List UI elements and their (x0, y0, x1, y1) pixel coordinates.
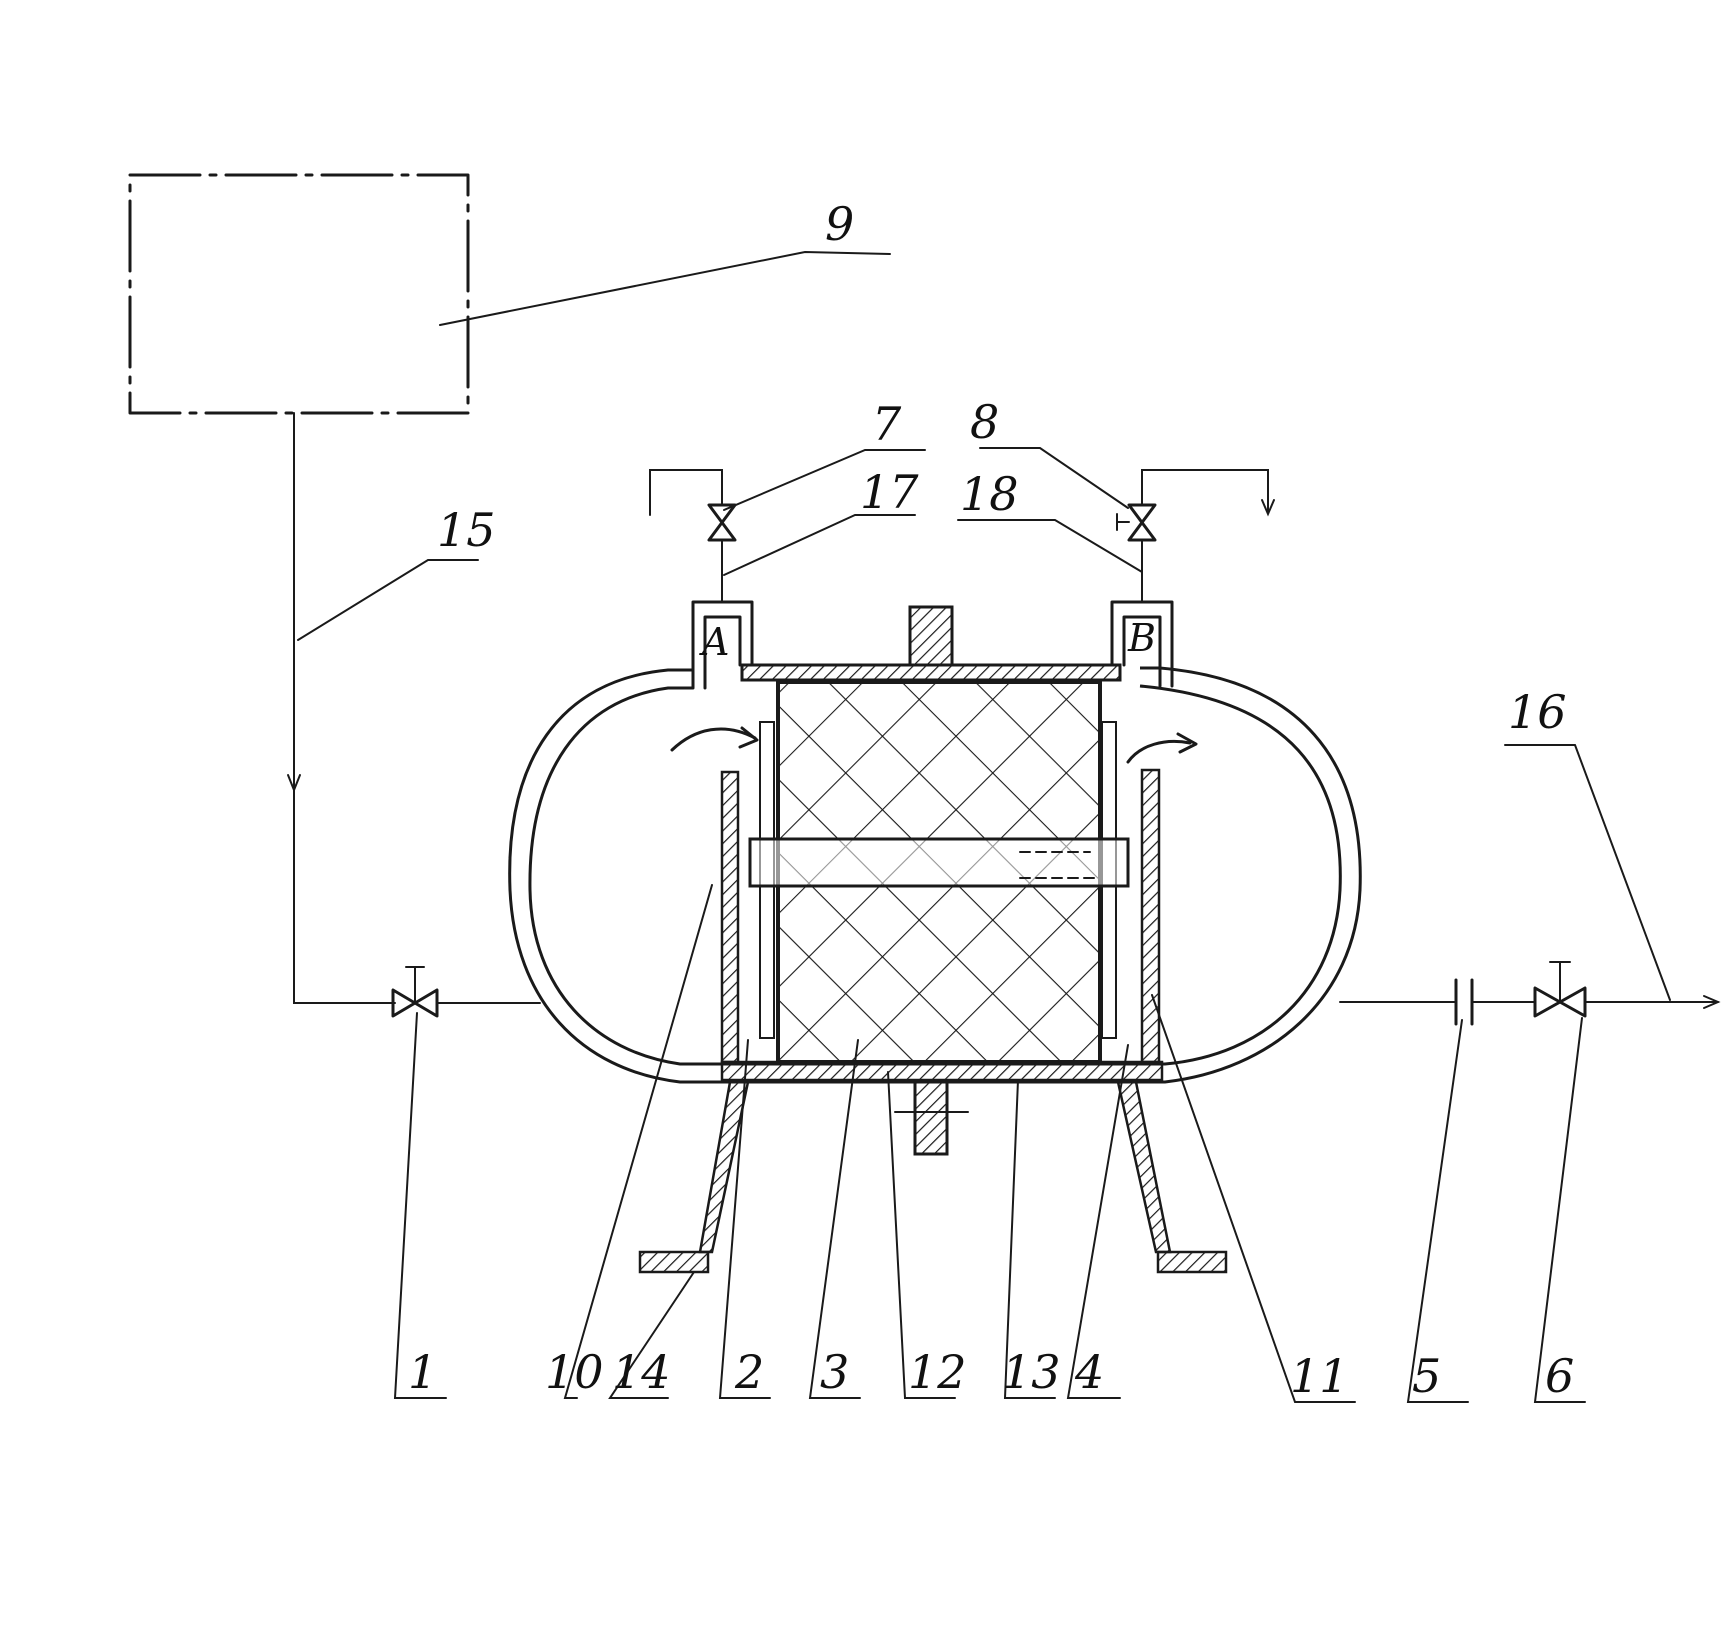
label-6: 6 (1545, 1349, 1574, 1403)
top-flange (908, 605, 954, 667)
left-leg (698, 1080, 750, 1254)
vessel-top-plate (740, 663, 1122, 682)
label-12: 12 (908, 1345, 967, 1399)
vent-line-a (649, 469, 723, 603)
label-1: 1 (408, 1345, 437, 1399)
orifice-plate (1454, 978, 1474, 1026)
label-14: 14 (612, 1345, 671, 1399)
label-18: 18 (960, 467, 1019, 521)
label-4: 4 (1074, 1345, 1104, 1399)
center-shaft (748, 837, 1130, 888)
shaft-dashes (1019, 851, 1101, 879)
vent-valve-a (707, 503, 737, 542)
inlet-valve (391, 988, 439, 1018)
label-11: 11 (1290, 1349, 1349, 1403)
label-13: 13 (1002, 1345, 1061, 1399)
label-3: 3 (820, 1345, 849, 1399)
supply-pipe (293, 412, 396, 1004)
label-7: 7 (872, 397, 902, 451)
label-8: 8 (970, 395, 999, 449)
right-foot (1156, 1250, 1228, 1274)
vent-valve-b (1127, 503, 1157, 542)
outlet-valve (1533, 986, 1587, 1018)
label-9: 9 (825, 197, 854, 251)
label-17: 17 (860, 465, 919, 519)
label-10: 10 (545, 1345, 604, 1399)
flow-arrow-left-head (738, 726, 759, 749)
bottom-flange (913, 1080, 949, 1156)
outlet-arrow (1703, 995, 1721, 1009)
supply-pipe-arrow (287, 774, 301, 793)
left-baffle (720, 770, 740, 1064)
bottom-plate (720, 1060, 1164, 1082)
vent-b-arrow (1261, 499, 1275, 517)
port-b-label: B (1127, 616, 1156, 660)
right-leg (1116, 1080, 1172, 1254)
right-baffle (1140, 768, 1161, 1064)
vessel-shell (508, 666, 1362, 1084)
leaders (297, 250, 1671, 1403)
port-a-label: A (699, 620, 729, 664)
outlet-valve-stem (1549, 961, 1571, 1003)
label-5: 5 (1412, 1349, 1441, 1403)
vent-line-b (1141, 469, 1269, 603)
label-2: 2 (734, 1345, 764, 1399)
label-15: 15 (437, 503, 496, 557)
left-foot (638, 1250, 710, 1274)
flow-arrow-right (1126, 739, 1192, 764)
control-box (128, 173, 470, 415)
vent-valve-b-stem (1116, 513, 1130, 531)
flow-arrow-left (670, 727, 757, 752)
inlet-valve-stem (405, 966, 425, 1004)
label-16: 16 (1508, 685, 1567, 739)
flow-arrow-right-head (1176, 732, 1198, 754)
